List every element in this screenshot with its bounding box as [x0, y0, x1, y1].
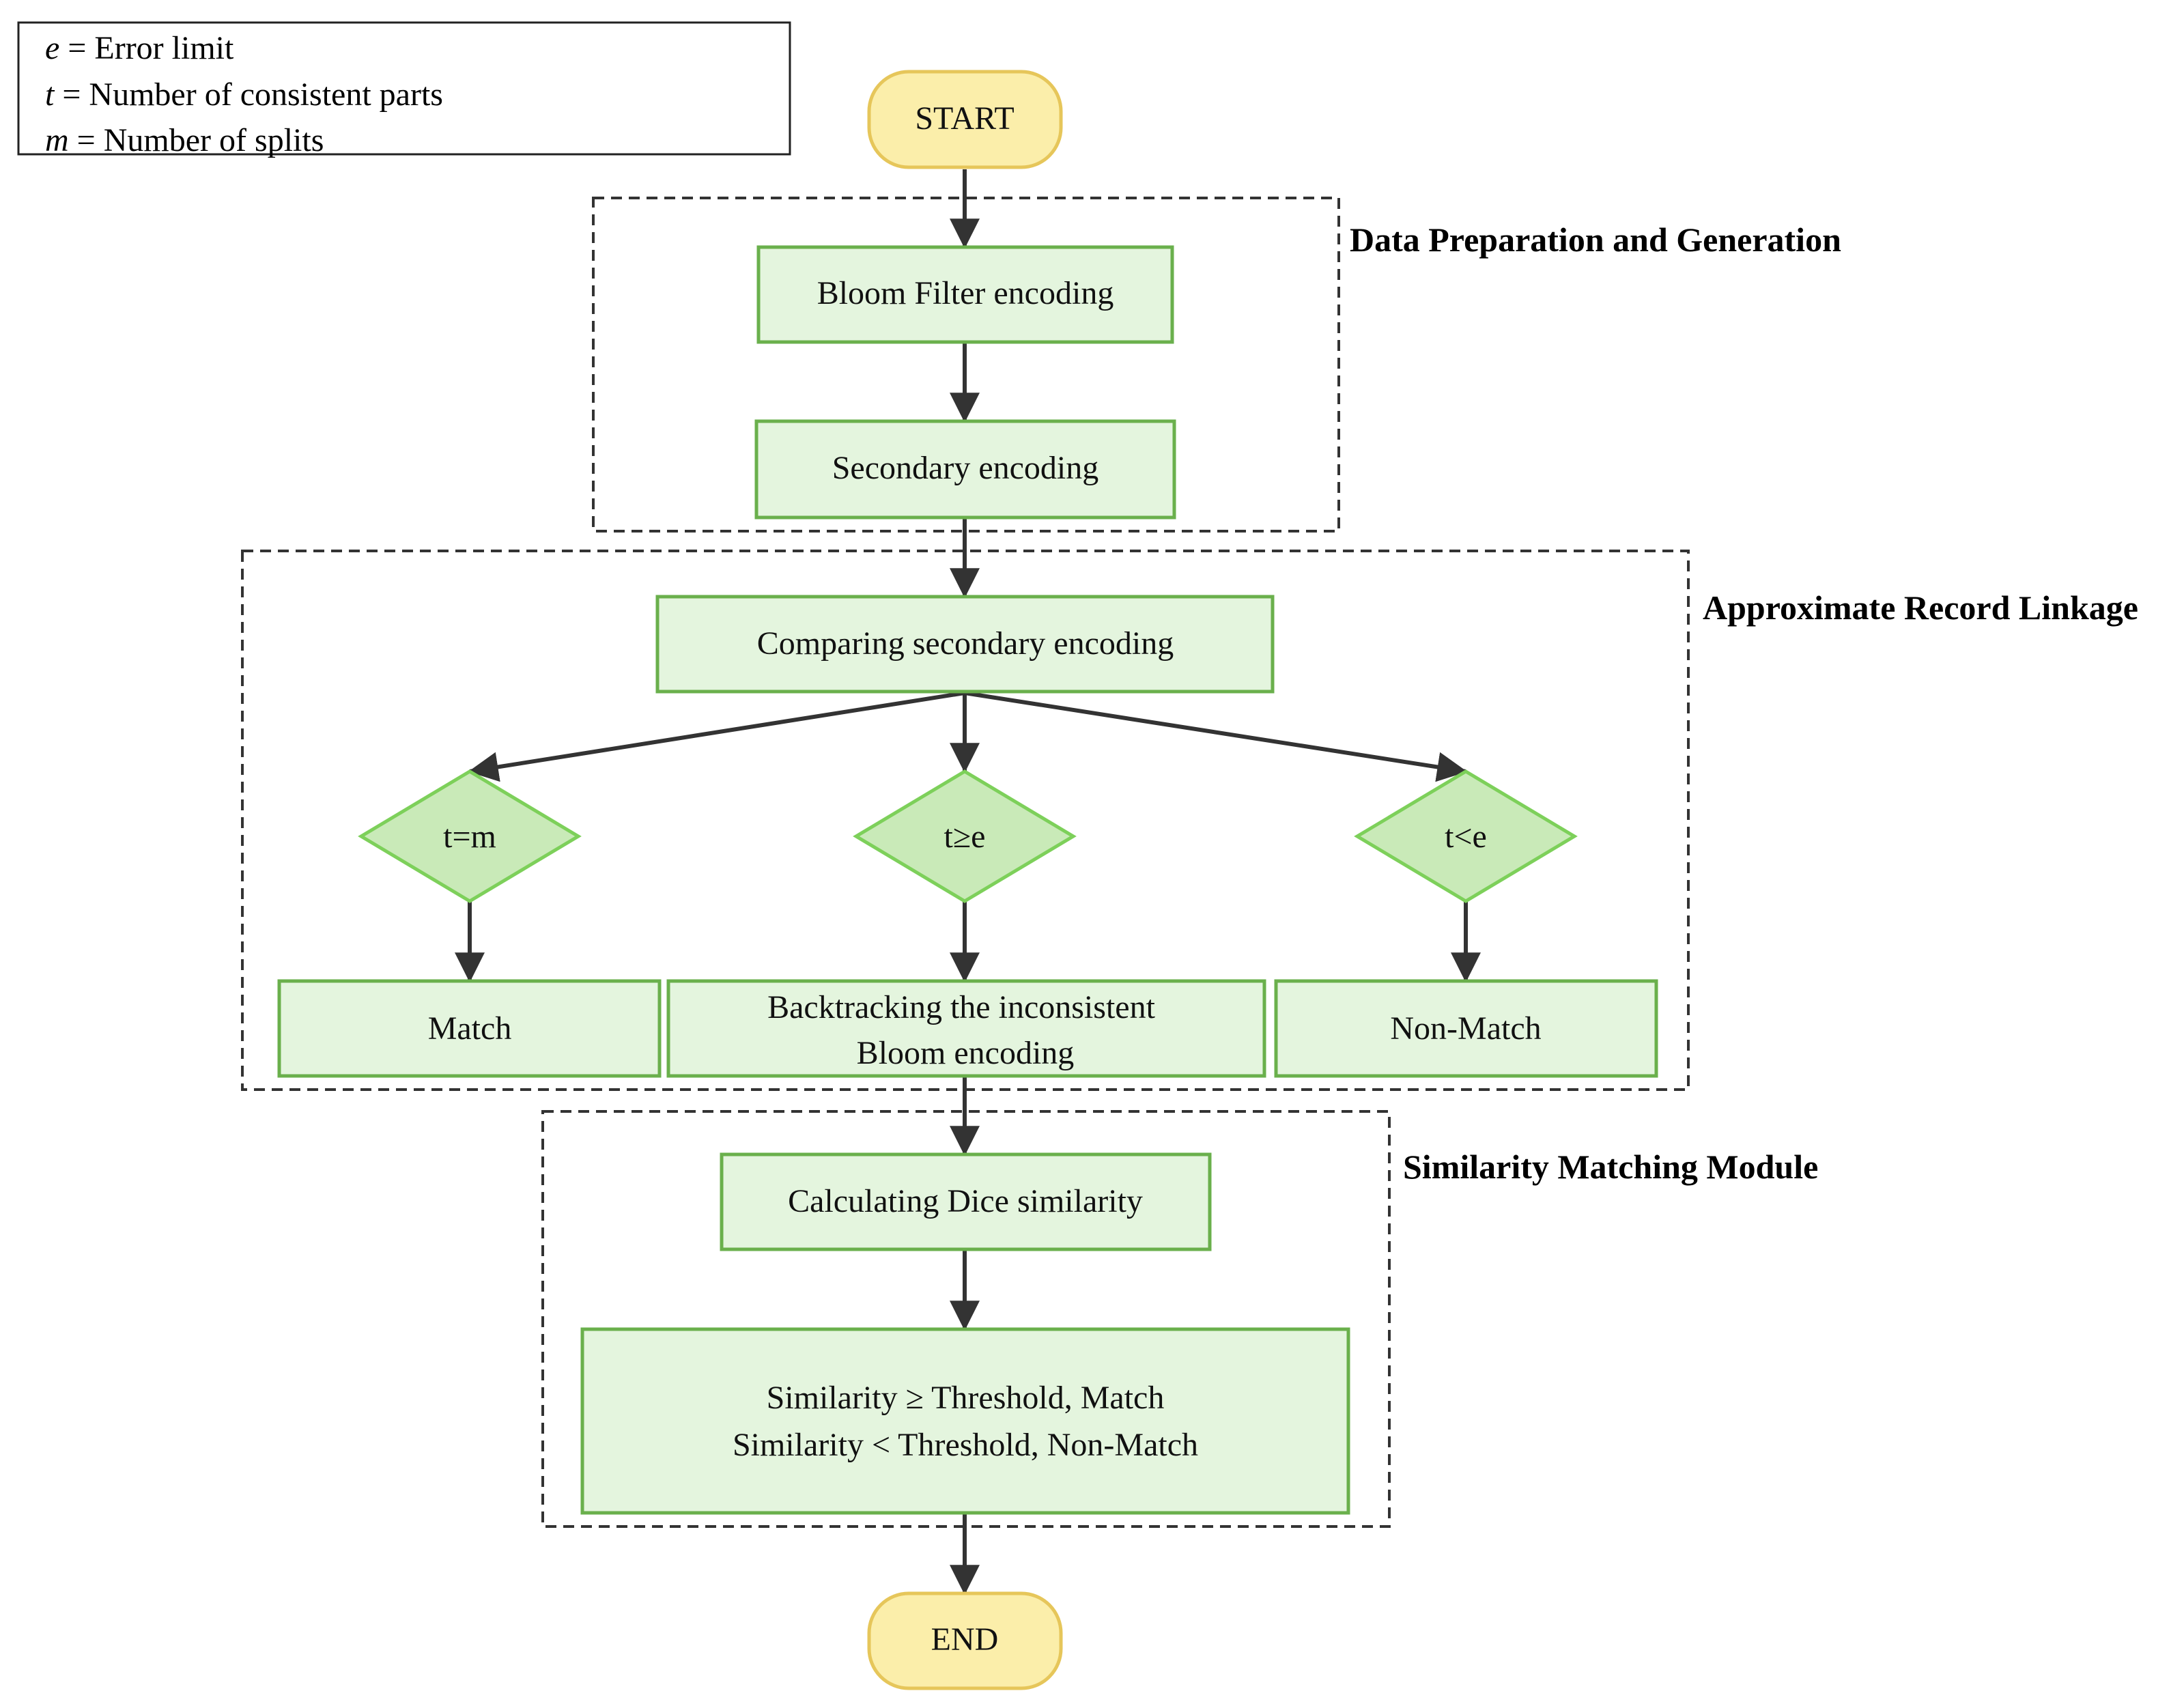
backtrack-box: [666, 979, 1266, 1078]
end-shape: [867, 1591, 1063, 1690]
decision-nonmatch: t<e: [1354, 769, 1578, 903]
nonmatch-node: Non-Match: [1274, 979, 1658, 1078]
threshold-node: Similarity ≥ Threshold, Match Similarity…: [580, 1327, 1350, 1515]
connectors: [455, 169, 1481, 1595]
decision-backtrack-label: t≥e: [944, 819, 986, 855]
legend: e = Error limit t = Number of consistent…: [17, 21, 791, 158]
threshold-label-line1: Similarity ≥ Threshold, Match: [767, 1380, 1165, 1416]
section-similarity-label: Similarity Matching Module: [1403, 1148, 1818, 1186]
dice-label: Calculating Dice similarity: [788, 1183, 1143, 1219]
match-node: Match: [277, 979, 662, 1078]
backtrack-label-line1: Backtracking the inconsistent: [767, 989, 1156, 1025]
match-label: Match: [428, 1010, 512, 1047]
comparing-node: Comparing secondary encoding: [655, 595, 1275, 694]
arrow-comparing-to-match-cond: [468, 691, 965, 782]
decision-match: t=m: [358, 769, 582, 903]
section-similarity-border: [541, 1110, 1391, 1528]
threshold-label-line2: Similarity < Threshold, Non-Match: [733, 1427, 1198, 1463]
decision-backtrack-shape: [853, 769, 1077, 903]
secondary-encoding-label: Secondary encoding: [832, 450, 1099, 486]
nonmatch-box: [1274, 979, 1658, 1078]
backtrack-label-line2: Bloom encoding: [857, 1035, 1075, 1071]
start-node: START: [867, 70, 1063, 169]
arrow-comparing-to-nonmatch-cond: [964, 691, 1468, 782]
start-label: START: [915, 100, 1014, 137]
legend-item-m: m = Number of splits: [45, 122, 324, 158]
legend-box: [17, 21, 791, 156]
section-approx-linkage-label: Approximate Record Linkage: [1703, 588, 2138, 627]
comparing-box: [655, 595, 1275, 694]
decision-match-shape: [358, 769, 582, 903]
bloom-filter-label: Bloom Filter encoding: [817, 275, 1114, 311]
match-box: [277, 979, 662, 1078]
decision-nonmatch-shape: [1354, 769, 1578, 903]
decision-nonmatch-label: t<e: [1445, 819, 1487, 855]
nonmatch-label: Non-Match: [1390, 1010, 1541, 1047]
section-data-prep-label: Data Preparation and Generation: [1350, 221, 1841, 259]
end-node: END: [867, 1591, 1063, 1690]
decision-match-label: t=m: [443, 819, 496, 855]
secondary-encoding-node: Secondary encoding: [754, 419, 1176, 520]
dice-node: Calculating Dice similarity: [720, 1152, 1212, 1251]
end-label: END: [931, 1621, 999, 1658]
threshold-box: [580, 1327, 1350, 1515]
bloom-filter-box: [756, 245, 1174, 344]
decision-backtrack: t≥e: [853, 769, 1077, 903]
comparing-label: Comparing secondary encoding: [757, 625, 1174, 662]
start-shape: [867, 70, 1063, 169]
backtrack-node: Backtracking the inconsistent Bloom enco…: [666, 979, 1266, 1078]
secondary-encoding-box: [754, 419, 1176, 520]
dice-box: [720, 1152, 1212, 1251]
bloom-filter-node: Bloom Filter encoding: [756, 245, 1174, 344]
legend-item-t: t = Number of consistent parts: [45, 76, 443, 113]
legend-item-e: e = Error limit: [45, 30, 234, 66]
